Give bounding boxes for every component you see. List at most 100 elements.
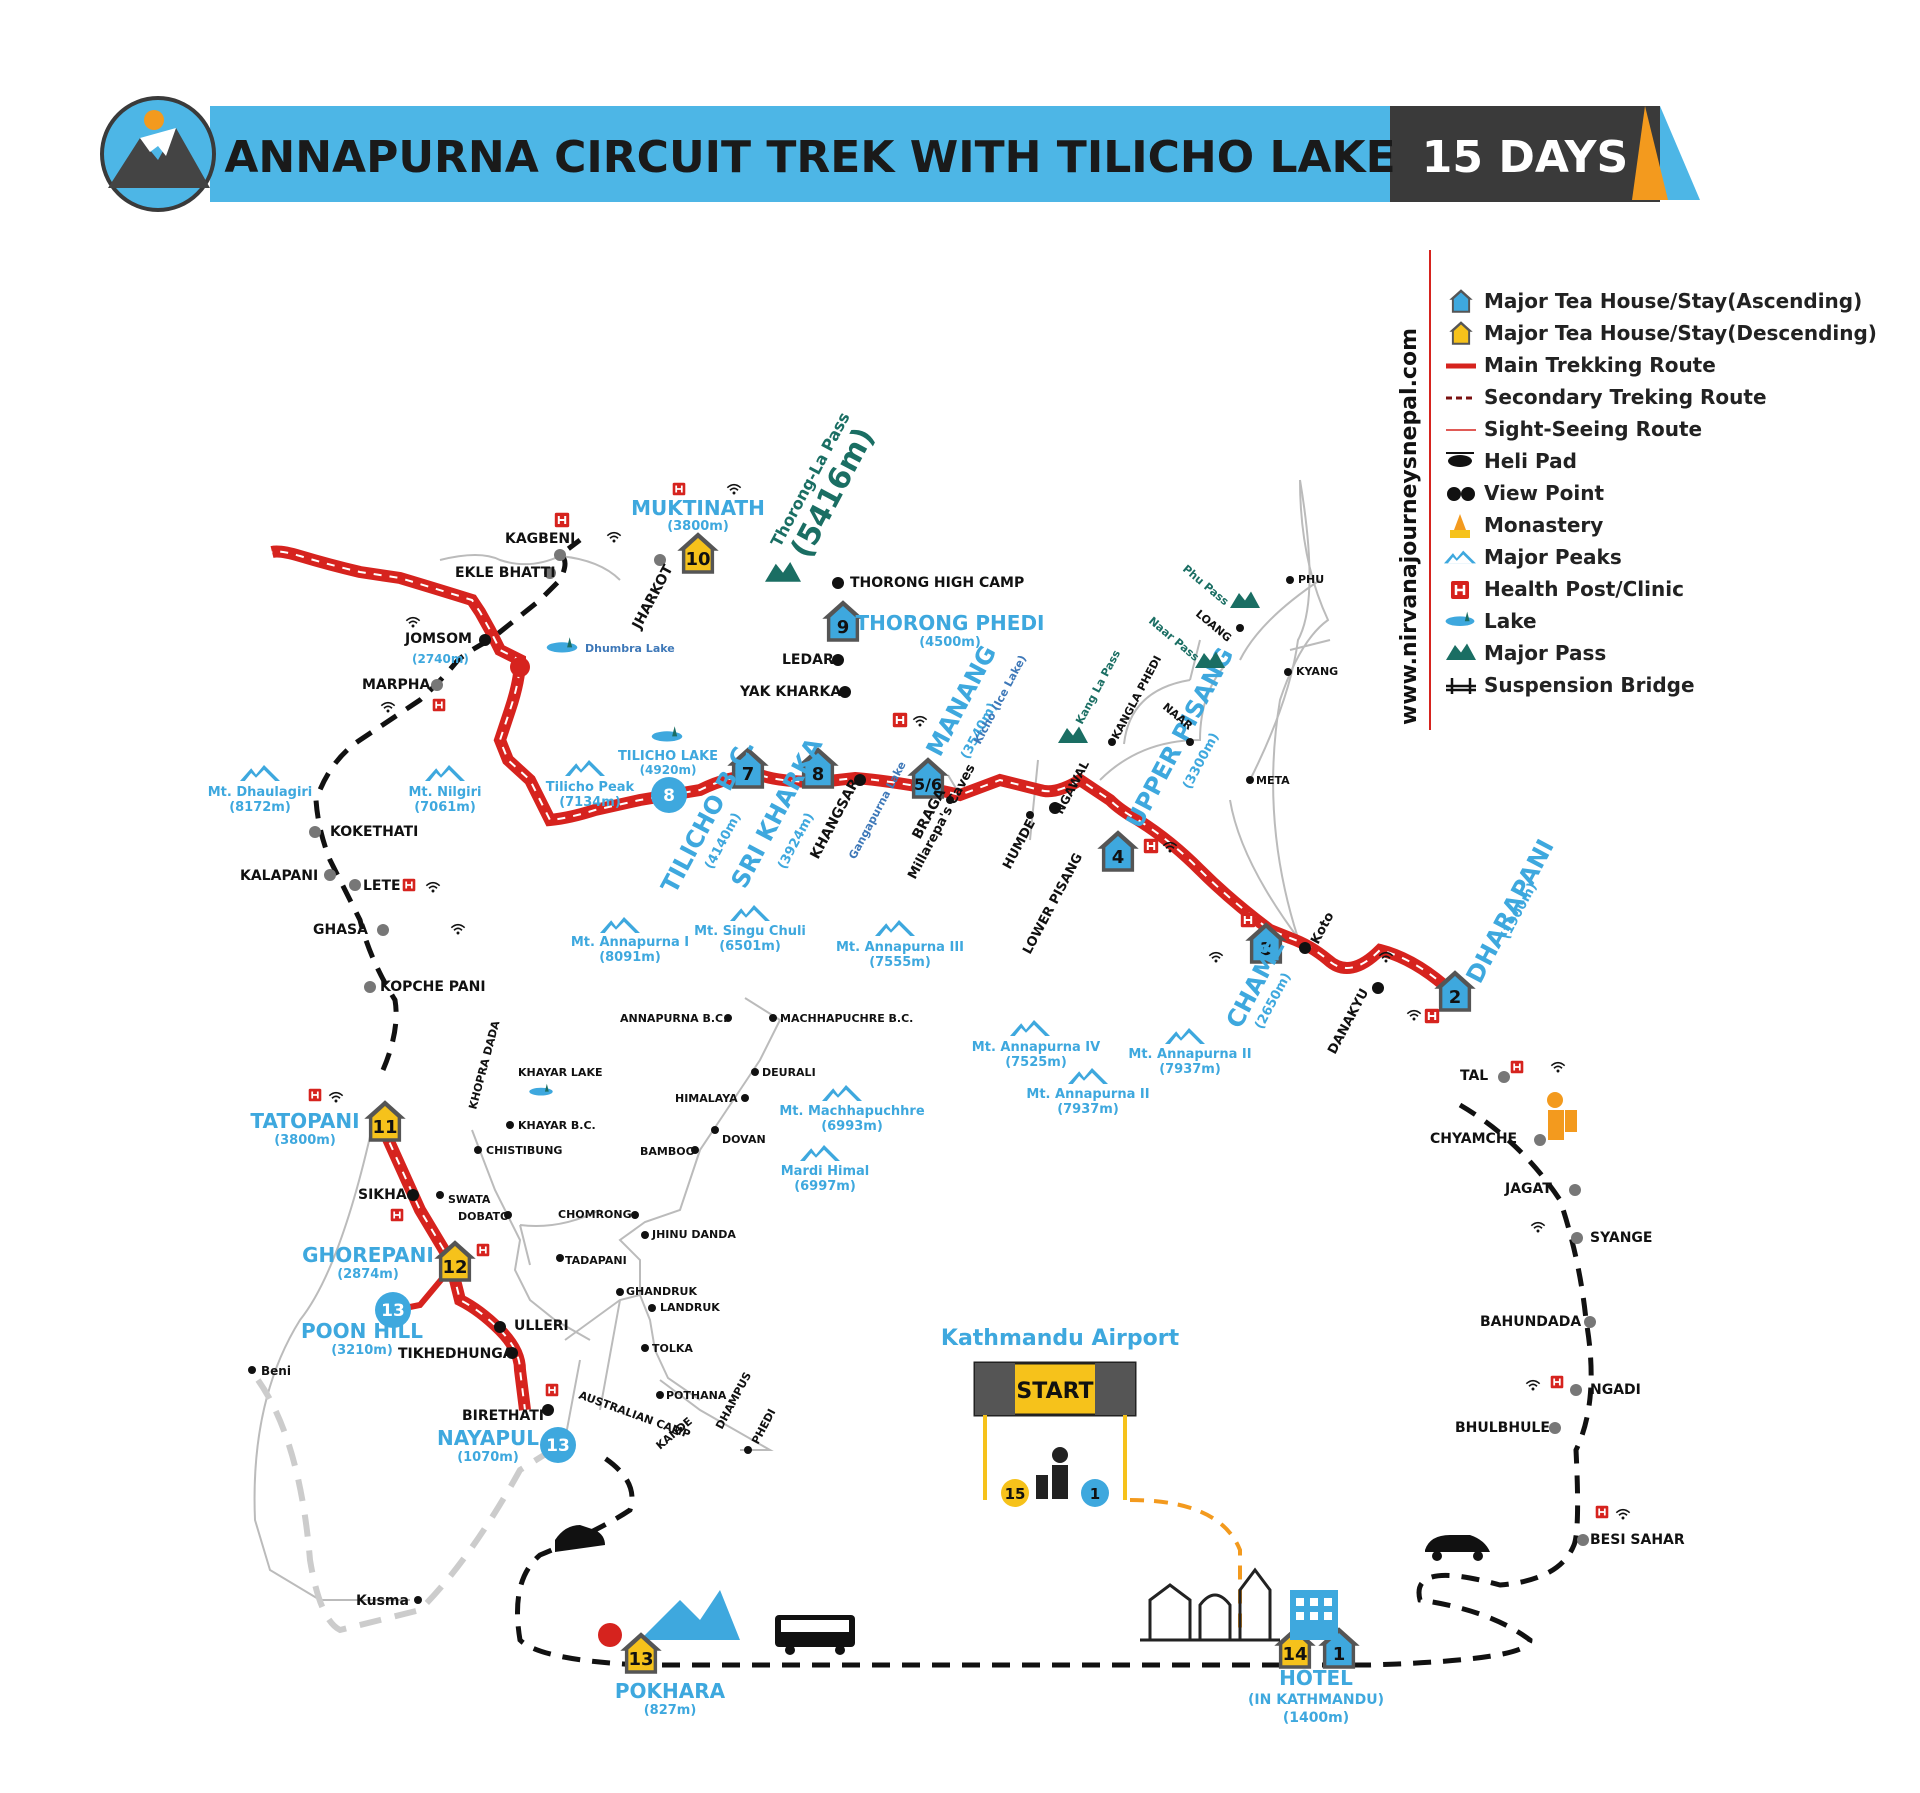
binoculars-icon bbox=[1447, 487, 1475, 501]
svg-text:(7061m): (7061m) bbox=[414, 800, 476, 815]
svg-text:MANANG: MANANG bbox=[921, 641, 1002, 761]
bridge-icon bbox=[1446, 678, 1476, 694]
svg-text:Mt. Dhaulagiri: Mt. Dhaulagiri bbox=[208, 785, 313, 800]
page-title: ANNAPURNA CIRCUIT TREK WITH TILICHO LAKE bbox=[224, 132, 1395, 183]
svg-text:Mt. Annapurna I: Mt. Annapurna I bbox=[571, 935, 689, 950]
stop-13-nayapul: 13 NAYAPUL (1070m) bbox=[437, 1426, 576, 1465]
svg-text:3: 3 bbox=[1260, 939, 1273, 960]
kathmandu-temples-icon bbox=[1140, 1567, 1280, 1642]
svg-text:Mt. Annapurna II: Mt. Annapurna II bbox=[1026, 1087, 1149, 1102]
title-banner: ANNAPURNA CIRCUIT TREK WITH TILICHO LAKE… bbox=[210, 106, 1700, 202]
svg-text:TOLKA: TOLKA bbox=[652, 1342, 693, 1355]
svg-text:Health Post/Clinic: Health Post/Clinic bbox=[1484, 577, 1684, 601]
svg-text:Kathmandu Airport: Kathmandu Airport bbox=[941, 1326, 1180, 1351]
svg-text:TIKHEDHUNGA: TIKHEDHUNGA bbox=[398, 1346, 514, 1362]
svg-text:(7134m): (7134m) bbox=[559, 795, 621, 810]
svg-text:THORONG HIGH CAMP: THORONG HIGH CAMP bbox=[850, 575, 1024, 591]
svg-text:(7937m): (7937m) bbox=[1057, 1102, 1119, 1117]
svg-text:Mt. Annapurna III: Mt. Annapurna III bbox=[836, 940, 964, 955]
stop-8-lake: 8 TILICHO LAKE (4920m) bbox=[618, 726, 718, 813]
svg-text:GHANDRUK: GHANDRUK bbox=[626, 1285, 697, 1298]
svg-text:(3800m): (3800m) bbox=[274, 1133, 336, 1148]
stop-14: 14 bbox=[1274, 1627, 1316, 1669]
health-post-icon bbox=[432, 698, 446, 712]
svg-text:NAYAPUL: NAYAPUL bbox=[437, 1426, 539, 1450]
wifi-icon bbox=[1208, 951, 1224, 964]
svg-text:13: 13 bbox=[628, 1649, 653, 1670]
svg-text:13: 13 bbox=[381, 1301, 405, 1321]
svg-text:SYANGE: SYANGE bbox=[1590, 1230, 1653, 1246]
trek-duration: 15 DAYS bbox=[1422, 132, 1628, 183]
health-post-icon bbox=[308, 1088, 322, 1102]
svg-text:KHAYAR B.C.: KHAYAR B.C. bbox=[518, 1119, 596, 1132]
svg-text:11: 11 bbox=[372, 1117, 397, 1138]
svg-text:4: 4 bbox=[1112, 847, 1125, 868]
health-post-icon bbox=[892, 712, 908, 728]
stop-13-pokhara: 13 POKHARA (827m) bbox=[598, 1590, 740, 1718]
svg-text:9: 9 bbox=[837, 617, 850, 638]
svg-text:Mt. Machhapuchhre: Mt. Machhapuchhre bbox=[779, 1104, 925, 1119]
svg-text:HUMDE: HUMDE bbox=[1000, 817, 1039, 872]
svg-text:Main Trekking Route: Main Trekking Route bbox=[1484, 353, 1716, 377]
hotel-icon bbox=[1290, 1590, 1338, 1640]
health-post-icon bbox=[1240, 912, 1256, 928]
svg-text:HOTEL: HOTEL bbox=[1279, 1666, 1353, 1690]
svg-text:Major Pass: Major Pass bbox=[1484, 641, 1606, 665]
svg-text:13: 13 bbox=[546, 1436, 570, 1456]
wifi-icon bbox=[1406, 1009, 1422, 1022]
svg-text:12: 12 bbox=[442, 1257, 467, 1278]
svg-text:Mardi Himal: Mardi Himal bbox=[781, 1164, 870, 1179]
wifi-icon bbox=[1525, 1379, 1541, 1392]
svg-text:(6993m): (6993m) bbox=[821, 1119, 883, 1134]
svg-text:CHISTIBUNG: CHISTIBUNG bbox=[486, 1144, 562, 1157]
stop-11: 11 TATOPANI (3800m) bbox=[250, 1100, 406, 1148]
svg-text:KAGBENI: KAGBENI bbox=[505, 531, 575, 547]
svg-text:1: 1 bbox=[1090, 1485, 1100, 1503]
health-post-icon bbox=[1595, 1505, 1609, 1519]
svg-text:BAMBOO: BAMBOO bbox=[640, 1145, 695, 1158]
svg-text:(6997m): (6997m) bbox=[794, 1179, 856, 1194]
wifi-icon bbox=[726, 483, 742, 496]
svg-text:KYANG: KYANG bbox=[1296, 665, 1338, 678]
svg-text:KHOPRA DADA: KHOPRA DADA bbox=[466, 1019, 502, 1111]
website-label: www.nirvanajourneysnepal.com bbox=[1397, 250, 1431, 730]
svg-text:Dhumbra Lake: Dhumbra Lake bbox=[585, 642, 675, 655]
health-post-icon bbox=[1550, 1375, 1564, 1389]
svg-text:Mt. Annapurna II: Mt. Annapurna II bbox=[1128, 1047, 1251, 1062]
svg-text:Koto: Koto bbox=[1308, 910, 1337, 947]
wifi-icon bbox=[1615, 1508, 1631, 1521]
airport-transfer-route bbox=[1129, 1498, 1242, 1630]
svg-text:7: 7 bbox=[742, 764, 755, 785]
thorong-la-pass: Thorong-La Pass (5416m) bbox=[765, 409, 882, 582]
svg-text:(4500m): (4500m) bbox=[919, 635, 981, 650]
svg-text:META: META bbox=[1256, 774, 1290, 787]
svg-text:www.nirvanajourneysnepal.com: www.nirvanajourneysnepal.com bbox=[1397, 328, 1422, 725]
svg-text:BESI SAHAR: BESI SAHAR bbox=[1590, 1532, 1685, 1548]
stop-10: 10 MUKTINATH (3800m) bbox=[631, 496, 765, 574]
svg-text:(1400m): (1400m) bbox=[1283, 1710, 1349, 1726]
svg-text:YAK KHARKA: YAK KHARKA bbox=[739, 684, 841, 700]
stop-13-poonhill: 13 POON HILL (3210m) bbox=[301, 1292, 423, 1358]
svg-text:POKHARA: POKHARA bbox=[615, 1679, 726, 1703]
svg-text:JHARKOT: JHARKOT bbox=[629, 562, 677, 633]
svg-text:Suspension Bridge: Suspension Bridge bbox=[1484, 673, 1695, 697]
legend: Major Tea House/Stay(Ascending) Major Te… bbox=[1444, 289, 1877, 697]
wifi-icon bbox=[912, 715, 928, 728]
peaks-icon bbox=[1444, 550, 1476, 564]
health-post-icon bbox=[1450, 580, 1470, 600]
svg-text:KOKETHATI: KOKETHATI bbox=[330, 824, 418, 840]
lake-icon bbox=[1445, 611, 1475, 626]
svg-text:(3800m): (3800m) bbox=[667, 519, 729, 534]
svg-text:(8172m): (8172m) bbox=[229, 800, 291, 815]
stop-3: 3 CHAME (2650m) bbox=[1221, 922, 1294, 1033]
svg-text:LOWER PISANG: LOWER PISANG bbox=[1020, 851, 1086, 957]
secondary-trail bbox=[255, 1378, 562, 1634]
svg-text:14: 14 bbox=[1282, 1644, 1307, 1665]
svg-text:Secondary Treking Route: Secondary Treking Route bbox=[1484, 385, 1767, 409]
wifi-icon bbox=[328, 1091, 344, 1104]
svg-text:MACHHAPUCHRE B.C.: MACHHAPUCHRE B.C. bbox=[780, 1012, 913, 1025]
svg-text:DOBATO: DOBATO bbox=[458, 1210, 509, 1223]
amenity-icons bbox=[308, 482, 1631, 1521]
hiker-icon bbox=[1547, 1092, 1577, 1140]
svg-text:Major Tea House/Stay(Ascending: Major Tea House/Stay(Ascending) bbox=[1484, 289, 1862, 313]
